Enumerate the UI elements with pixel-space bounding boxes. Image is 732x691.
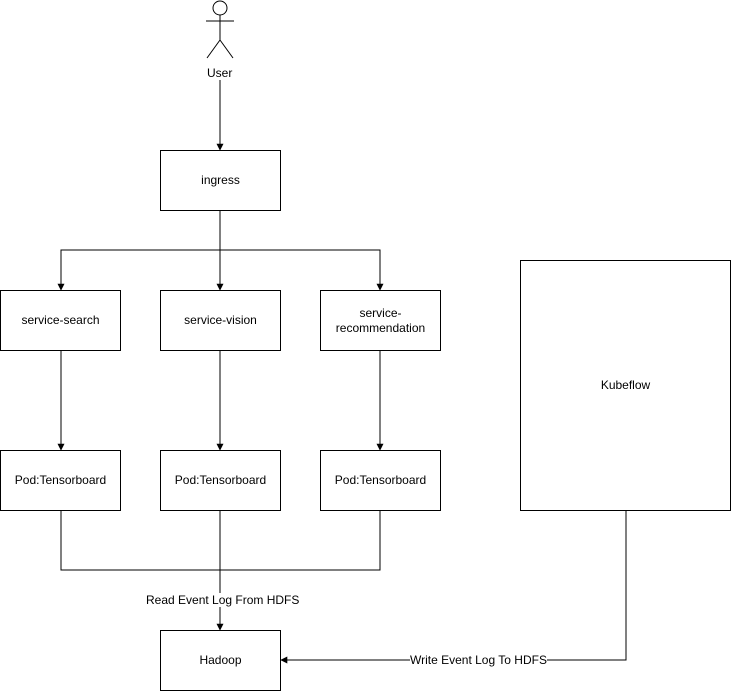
edge-pods-hadoop bbox=[60, 511, 381, 631]
ingress-node[interactable]: ingress bbox=[160, 150, 281, 211]
pod-tensorboard-label: Pod:Tensorboard bbox=[14, 473, 107, 487]
pod-tensorboard-label: Pod:Tensorboard bbox=[174, 473, 267, 487]
write-event-log-label: Write Event Log To HDFS bbox=[410, 653, 547, 667]
service-recommendation-label: service- recommendation bbox=[335, 305, 426, 335]
kubeflow-label: Kubeflow bbox=[600, 378, 651, 392]
pod-tensorboard-recommendation-node[interactable]: Pod:Tensorboard bbox=[320, 450, 441, 511]
service-vision-node[interactable]: service-vision bbox=[160, 290, 281, 351]
pod-tensorboard-search-node[interactable]: Pod:Tensorboard bbox=[0, 450, 121, 511]
edge-kubeflow-hadoop bbox=[280, 511, 627, 664]
edge-ingress-services bbox=[57, 211, 384, 291]
hadoop-node[interactable]: Hadoop bbox=[160, 630, 281, 691]
pod-tensorboard-label: Pod:Tensorboard bbox=[334, 473, 427, 487]
edge-services-pods bbox=[57, 351, 384, 451]
service-recommendation-node[interactable]: service- recommendation bbox=[320, 290, 441, 351]
user-actor-label: User bbox=[207, 66, 233, 80]
pod-tensorboard-vision-node[interactable]: Pod:Tensorboard bbox=[160, 450, 281, 511]
service-vision-label: service-vision bbox=[184, 313, 257, 327]
ingress-label: ingress bbox=[201, 173, 240, 187]
kubeflow-node[interactable]: Kubeflow bbox=[520, 260, 731, 511]
hadoop-label: Hadoop bbox=[199, 653, 242, 667]
service-search-label: service-search bbox=[21, 313, 100, 327]
read-event-log-label: Read Event Log From HDFS bbox=[146, 593, 300, 607]
user-actor-icon bbox=[206, 0, 234, 59]
service-search-node[interactable]: service-search bbox=[0, 290, 121, 351]
